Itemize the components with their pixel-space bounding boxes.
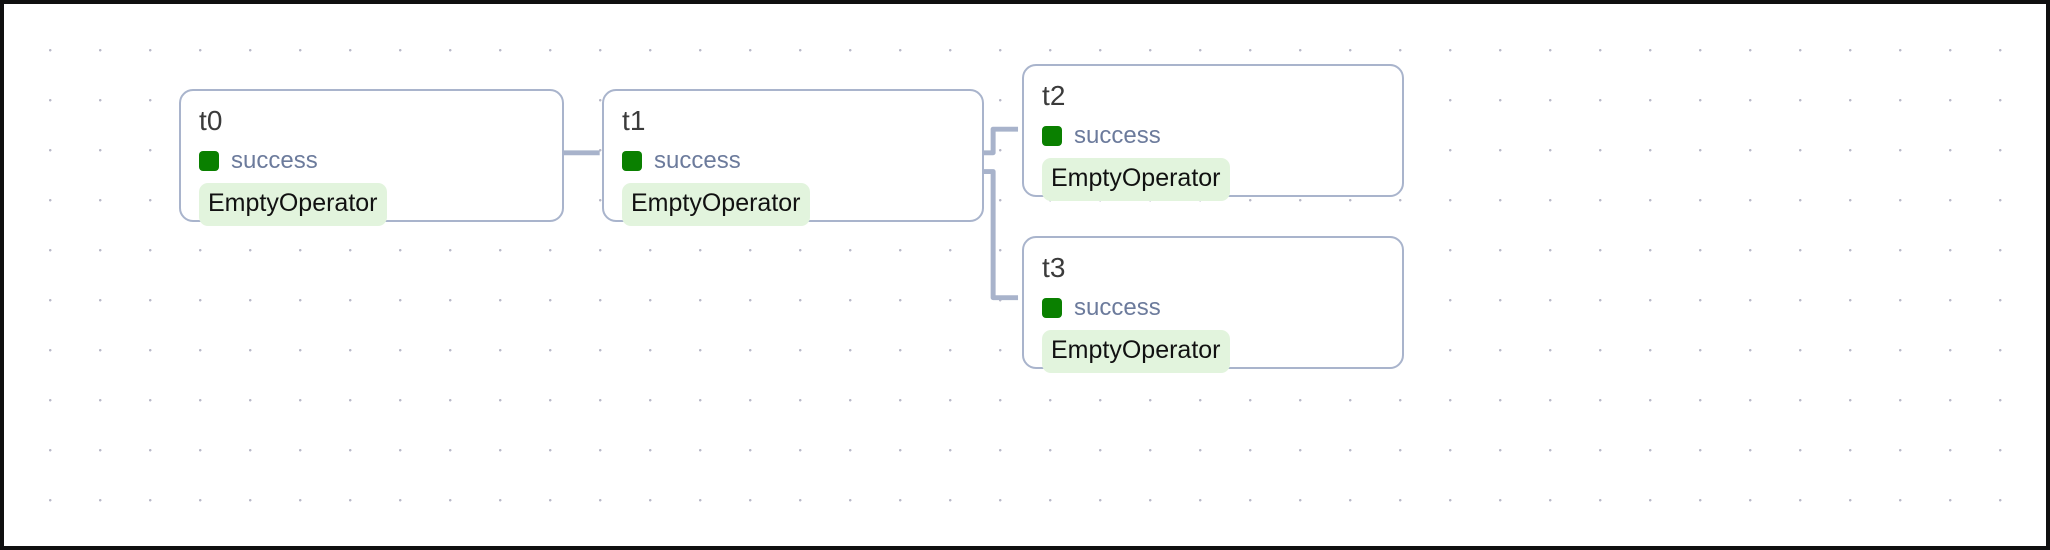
status-success-square-icon bbox=[622, 151, 642, 171]
status-success-square-icon bbox=[1042, 126, 1062, 146]
task-node-t3[interactable]: t3 success EmptyOperator bbox=[1022, 236, 1404, 373]
task-node-t0[interactable]: t0 success EmptyOperator bbox=[179, 89, 564, 226]
task-status-row: success bbox=[1042, 296, 1384, 320]
operator-badge: EmptyOperator bbox=[1042, 330, 1230, 373]
task-id-label: t1 bbox=[622, 105, 646, 136]
task-node-t1[interactable]: t1 success EmptyOperator bbox=[602, 89, 984, 226]
edge-t1-t3 bbox=[980, 169, 1019, 301]
task-node-t2[interactable]: t2 success EmptyOperator bbox=[1022, 64, 1404, 201]
task-status-row: success bbox=[622, 149, 964, 173]
edge-t1-t2 bbox=[980, 126, 1019, 156]
operator-badge: EmptyOperator bbox=[622, 183, 810, 226]
task-id-label: t2 bbox=[1042, 80, 1066, 111]
task-status-row: success bbox=[199, 149, 544, 173]
status-label: success bbox=[1074, 294, 1161, 321]
operator-badge: EmptyOperator bbox=[199, 183, 387, 226]
task-id-label: t0 bbox=[199, 105, 223, 136]
task-id-label: t3 bbox=[1042, 252, 1066, 283]
status-success-square-icon bbox=[199, 151, 219, 171]
status-success-square-icon bbox=[1042, 298, 1062, 318]
task-status-row: success bbox=[1042, 124, 1384, 148]
operator-badge: EmptyOperator bbox=[1042, 158, 1230, 201]
status-label: success bbox=[654, 147, 741, 174]
status-label: success bbox=[1074, 122, 1161, 149]
status-label: success bbox=[231, 147, 318, 174]
